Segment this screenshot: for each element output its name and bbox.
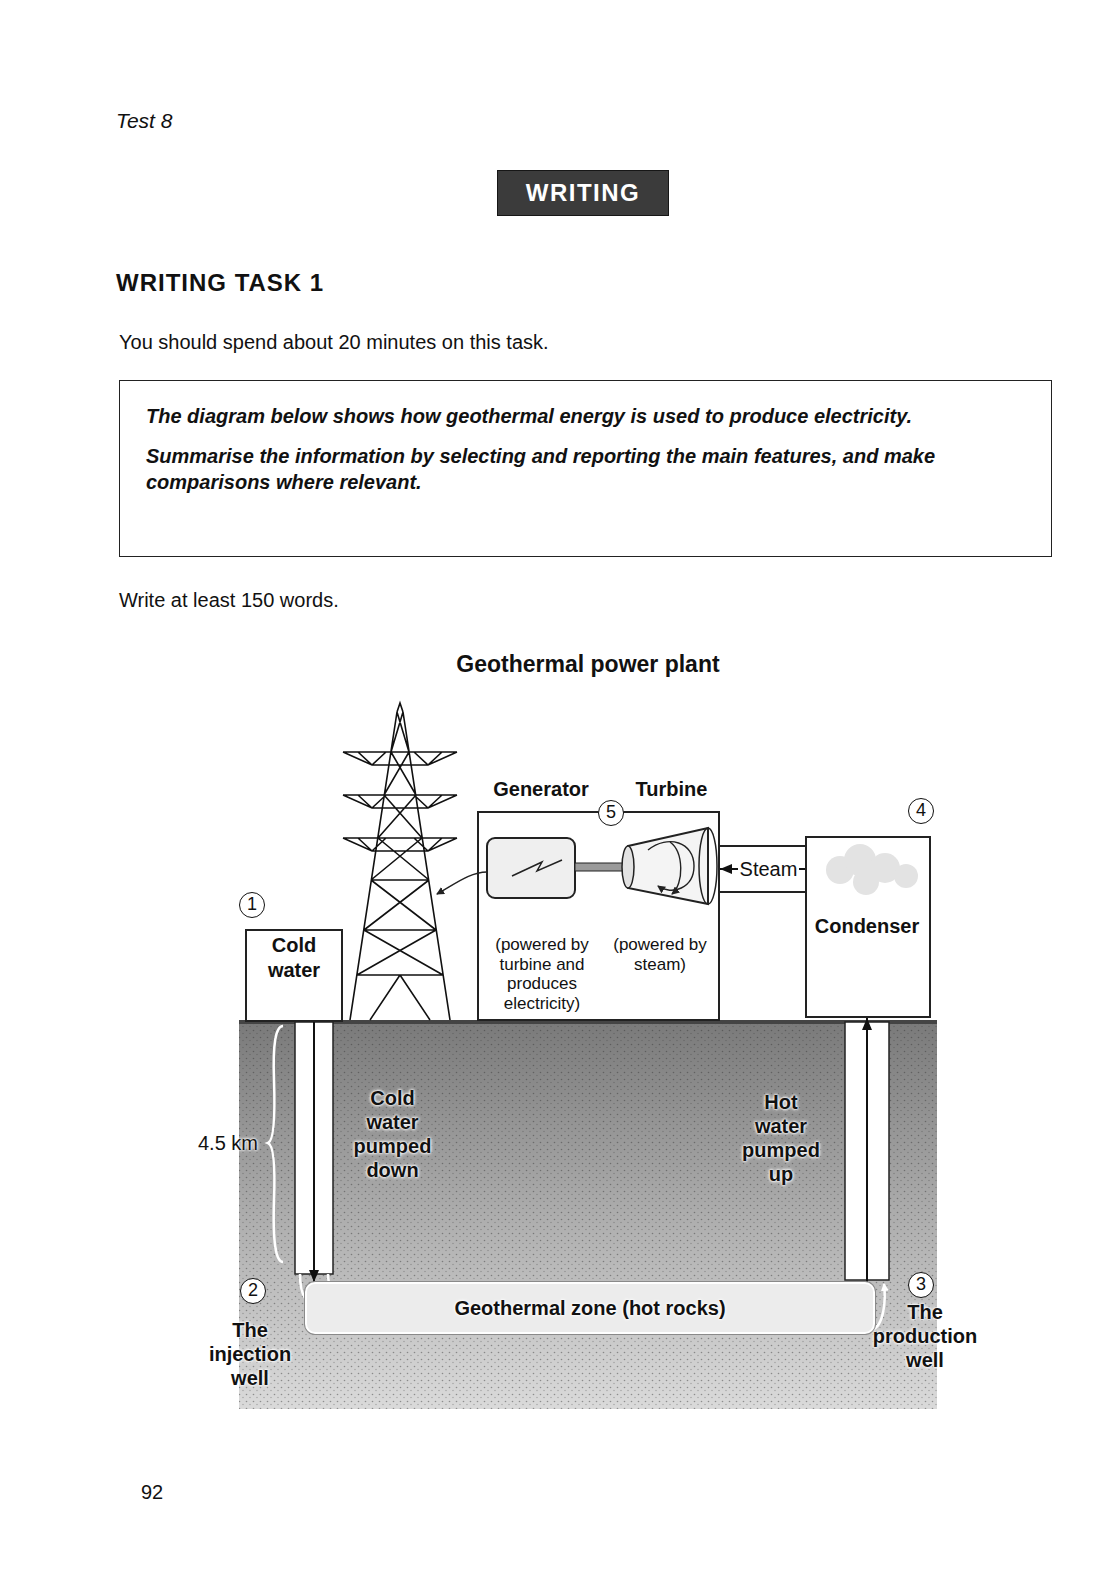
instruction-text: You should spend about 20 minutes on thi…: [119, 330, 549, 354]
page-number: 92: [141, 1480, 163, 1504]
part-name: Turbine: [624, 777, 719, 801]
part-note: (powered by steam): [604, 935, 716, 974]
rotation-arrow: [670, 842, 681, 894]
zone-text: Geothermal zone (hot rocks): [454, 1296, 725, 1320]
generator-turbine-housing: GeneratorTurbine(powered by turbine and …: [477, 811, 720, 1021]
flow-label: Cold water pumped down: [345, 1086, 440, 1182]
ground-texture: [239, 1022, 937, 1409]
steam-pipe: [720, 846, 805, 892]
steam-cloud: [894, 864, 918, 888]
well-label: The production well: [866, 1300, 984, 1372]
callout-number: 1: [239, 892, 265, 918]
depth-bracket: [268, 1026, 283, 1262]
callout-number: 2: [240, 1278, 266, 1304]
callout-number: 3: [908, 1272, 934, 1298]
task-heading: WRITING TASK 1: [116, 269, 324, 298]
cold-water-tank: Cold water: [245, 929, 343, 1022]
part-name: Condenser: [807, 914, 927, 938]
steam-cloud: [853, 869, 879, 895]
ground: [239, 1022, 937, 1409]
generator-symbol: [487, 838, 575, 898]
diagram-title: Geothermal power plant: [288, 651, 888, 679]
well-label: The injection well: [200, 1318, 300, 1390]
turbine-symbol: [699, 828, 717, 904]
flow-connector: [866, 1018, 868, 1282]
word-count-note: Write at least 150 words.: [119, 588, 339, 612]
lightning-symbol: [512, 860, 562, 876]
task-text: The diagram below shows how geothermal e…: [146, 403, 1025, 429]
page-header: Test 8: [116, 108, 172, 133]
geothermal-zone-band: Geothermal zone (hot rocks): [305, 1282, 875, 1334]
banner-text: WRITING: [526, 179, 640, 208]
flow-label: Hot water pumped up: [738, 1090, 824, 1186]
rotation-arrow: [648, 842, 694, 891]
turbine-symbol: [622, 846, 634, 888]
part-note: (powered by turbine and produces electri…: [485, 935, 599, 1013]
turbine-symbol: [628, 828, 708, 904]
power-wire: [437, 872, 487, 894]
part-name: Cold water: [251, 933, 337, 983]
flow-connector: [313, 1022, 315, 1282]
task-text: Summarise the information by selecting a…: [146, 443, 1025, 495]
condenser-box: Condenser: [805, 836, 931, 1018]
depth-dimension: 4.5 km: [198, 1131, 258, 1155]
part-name: Generator: [483, 777, 599, 801]
callout-number: 5: [598, 800, 624, 826]
condenser-interior: [805, 836, 929, 1018]
connector-label: Steam: [738, 857, 800, 881]
callout-number: 4: [908, 798, 934, 824]
turbine-shaft: [575, 863, 628, 871]
task-box: The diagram below shows how geothermal e…: [119, 380, 1052, 557]
section-banner: WRITING: [497, 170, 669, 216]
electricity-pylon: [343, 703, 457, 1020]
